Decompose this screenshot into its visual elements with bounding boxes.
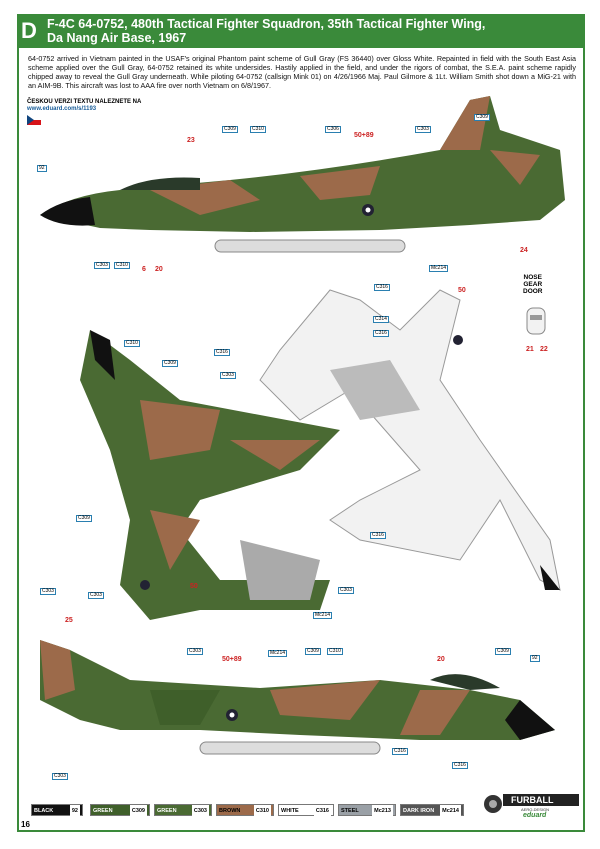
color-code: Mc214: [268, 650, 288, 657]
legend-item: BROWN C310: [216, 804, 274, 817]
legend-item: DARK IRON Mc214: [400, 804, 464, 817]
marker: 50+89: [354, 132, 374, 139]
color-code: C309: [76, 515, 92, 522]
color-code: C316: [373, 330, 389, 337]
marker: 21: [526, 346, 534, 353]
header-banner: D F-4C 64-0752, 480th Tactical Fighter S…: [17, 14, 585, 48]
color-code: C310: [114, 262, 130, 269]
color-code: C316: [370, 532, 386, 539]
color-code: C316: [374, 284, 390, 291]
legend-item: BLACK 92: [31, 804, 83, 817]
marker: 50: [458, 287, 466, 294]
marker: 6: [142, 266, 146, 273]
marker: 20: [437, 656, 445, 663]
color-code: C316: [452, 762, 468, 769]
color-code: C303: [415, 126, 431, 133]
legend-item: GREEN C309: [90, 804, 150, 817]
color-code: C316: [392, 748, 408, 755]
color-code: C310: [250, 126, 266, 133]
scheme-title: F-4C 64-0752, 480th Tactical Fighter Squ…: [47, 17, 486, 45]
marker: 50+89: [222, 656, 242, 663]
color-code: Mc214: [429, 265, 449, 272]
color-code: 92: [530, 655, 540, 662]
color-code: C316: [214, 349, 230, 356]
color-code: C309: [305, 648, 321, 655]
color-code: C303: [40, 588, 56, 595]
color-code: C309: [222, 126, 238, 133]
marker: 24: [520, 247, 528, 254]
color-code: Mc214: [313, 612, 333, 619]
description-text: 64-0752 arrived in Vietnam painted in th…: [28, 54, 576, 90]
color-code: C309: [162, 360, 178, 367]
color-code: C309: [474, 114, 490, 121]
color-code: C303: [220, 372, 236, 379]
czech-flag-icon: [27, 115, 41, 125]
legend-item: STEEL Mc213: [338, 804, 396, 817]
side-view-right: [40, 640, 555, 755]
plan-view-underside: [259, 289, 561, 591]
color-code: C310: [124, 340, 140, 347]
marker: 22: [540, 346, 548, 353]
legend-item: WHITE C316: [278, 804, 334, 817]
scheme-letter: D: [21, 18, 37, 43]
plan-view-top: [80, 330, 340, 620]
marker: 20: [155, 266, 163, 273]
czech-note: ČESKOU VERZI TEXTU NALEZNETE NA www.edua…: [27, 99, 142, 112]
color-code: C303: [338, 587, 354, 594]
furball-logo: FURBALL AERO-DESIGN eduard: [481, 790, 581, 820]
nose-gear-door: [526, 307, 546, 335]
color-code: C303: [88, 592, 104, 599]
color-code: C309: [495, 648, 511, 655]
page-number: 16: [21, 820, 30, 829]
side-view-left: [40, 96, 565, 253]
color-code: C303: [52, 773, 68, 780]
marker: 25: [65, 617, 73, 624]
legend-item: GREEN C303: [154, 804, 212, 817]
color-code: C303: [187, 648, 203, 655]
color-code: C314: [373, 316, 389, 323]
marker: 50: [190, 583, 198, 590]
marker: 23: [187, 137, 195, 144]
color-code: 92: [37, 165, 47, 172]
color-code: C303: [94, 262, 110, 269]
color-code: C306: [325, 126, 341, 133]
color-code: C310: [327, 648, 343, 655]
